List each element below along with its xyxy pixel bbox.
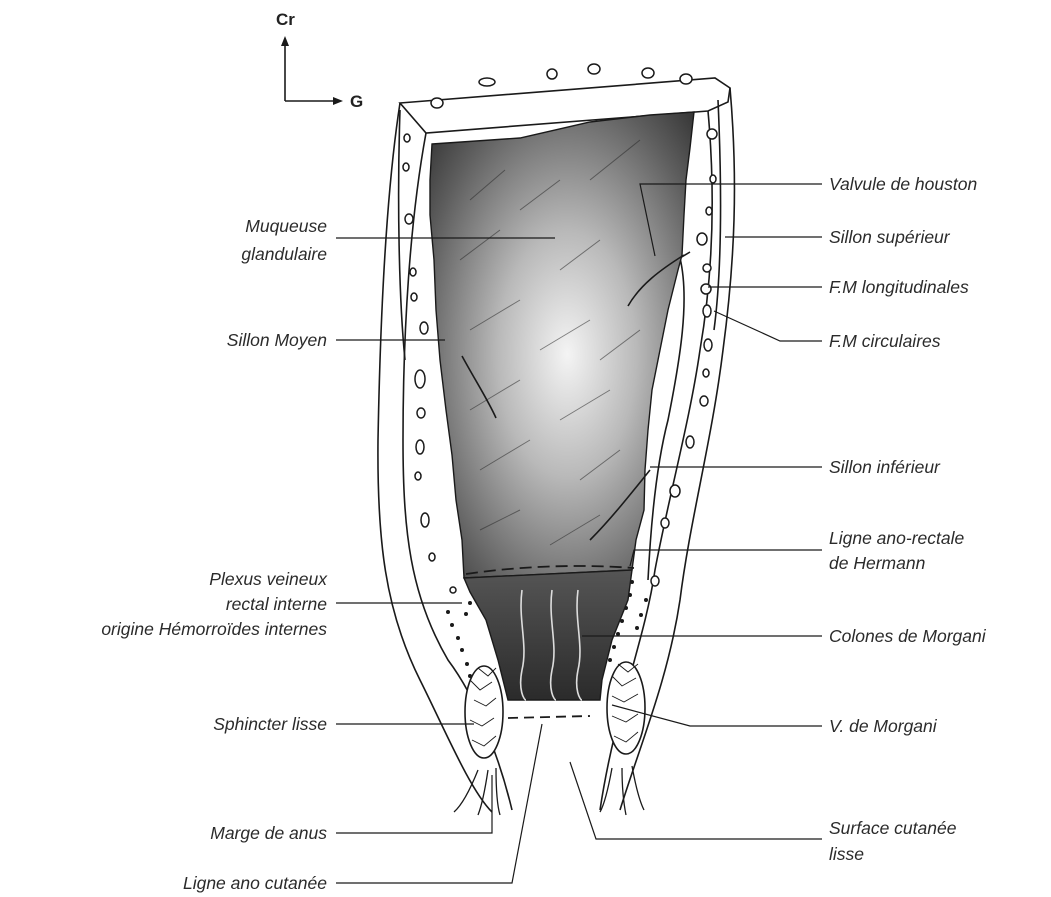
label-sillon-moyen: Sillon Moyen [227, 330, 327, 350]
label-valvule-houston: Valvule de houston [829, 174, 977, 194]
label-colones-morgani: Colones de Morgani [829, 626, 987, 646]
label-marge-anus: Marge de anus [210, 823, 327, 843]
label-plexus-line3: origine Hémorroïdes internes [101, 619, 327, 639]
label-sillon-inferieur: Sillon inférieur [829, 457, 941, 477]
label-muqueuse-line1: Muqueuse [245, 216, 327, 236]
left-label: G [350, 92, 363, 111]
label-muqueuse-line2: glandulaire [241, 244, 327, 264]
label-sillon-superieur: Sillon supérieur [829, 227, 951, 247]
anal-margin-lines [454, 766, 644, 815]
label-surface-cutanee-line1: Surface cutanée [829, 818, 957, 838]
label-plexus-line2: rectal interne [226, 594, 327, 614]
label-ligne-ano-rectale-line1: Ligne ano-rectale [829, 528, 964, 548]
label-surface-cutanee-line2: lisse [829, 844, 864, 864]
label-plexus-line1: Plexus veineux [209, 569, 328, 589]
cranial-label: Cr [276, 10, 295, 29]
label-ligne-ano-rectale-line2: de Hermann [829, 553, 925, 573]
labels-left: Muqueuse glandulaire Sillon Moyen Plexus… [101, 216, 328, 893]
label-ligne-ano-cutanee: Ligne ano cutanée [183, 873, 327, 893]
orientation-axes: Cr G [276, 10, 363, 111]
labels-right: Valvule de houston Sillon supérieur F.M … [829, 174, 987, 864]
mucosa [430, 112, 694, 578]
label-v-morgani: V. de Morgani [829, 716, 938, 736]
label-fm-circulaires: F.M circulaires [829, 331, 941, 351]
label-fm-longitudinales: F.M longitudinales [829, 277, 969, 297]
label-sphincter-lisse: Sphincter lisse [213, 714, 327, 734]
